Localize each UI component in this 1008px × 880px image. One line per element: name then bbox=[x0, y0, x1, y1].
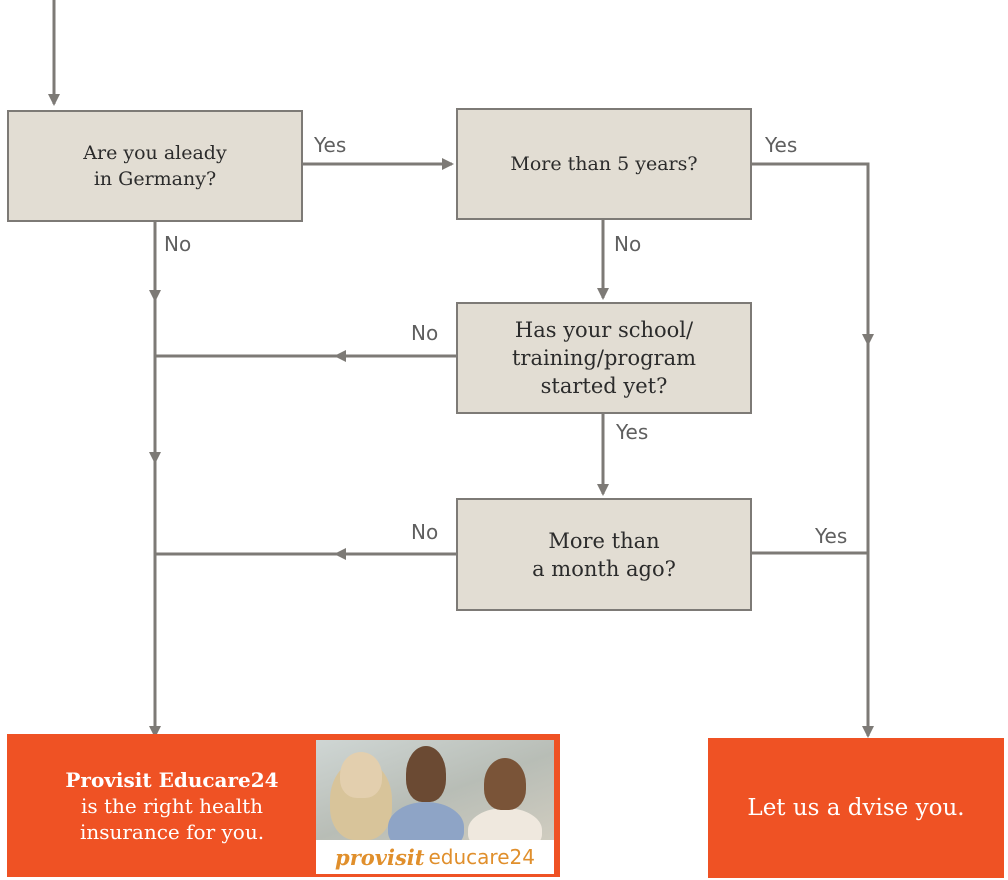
label-q3-yes: Yes bbox=[616, 420, 649, 444]
question-box-school-started: Has your school/ training/program starte… bbox=[456, 302, 752, 414]
q2-yes-line bbox=[750, 162, 870, 552]
result-title: Provisit Educare24 bbox=[65, 768, 279, 792]
result-line-2: is the right health bbox=[80, 794, 264, 818]
label-q1-yes: Yes bbox=[314, 133, 347, 157]
question-box-more-than-5-years: More than 5 years? bbox=[456, 108, 752, 220]
logo-provisit: provisit bbox=[335, 844, 425, 870]
person-center-head bbox=[406, 746, 446, 802]
label-q2-yes: Yes bbox=[765, 133, 798, 157]
label-q3-no: No bbox=[411, 321, 439, 345]
result-advise-text: Let us a dvise you. bbox=[747, 795, 965, 821]
question-text-more-than-a-month: More than a month ago? bbox=[532, 528, 676, 581]
person-right-head bbox=[484, 758, 526, 810]
logo-educare24: educare24 bbox=[428, 845, 535, 869]
question-box-more-than-a-month: More than a month ago? bbox=[456, 498, 752, 611]
result-box-advise: Let us a dvise you. bbox=[708, 738, 1004, 878]
educare24-logo: provisit educare24 bbox=[316, 840, 554, 874]
question-text-already-in-germany: Are you aleady in Germany? bbox=[83, 142, 227, 190]
label-q2-no: No bbox=[614, 232, 642, 256]
result-line-3: insurance for you. bbox=[79, 820, 265, 844]
students-photo: provisit educare24 bbox=[316, 740, 554, 874]
question-text-more-than-5-years: More than 5 years? bbox=[510, 153, 698, 175]
question-box-already-in-germany: Are you aleady in Germany? bbox=[7, 110, 303, 222]
label-q4-no: No bbox=[411, 520, 439, 544]
label-q4-yes: Yes bbox=[815, 524, 848, 548]
result-text-block: Provisit Educare24 is the right health i… bbox=[57, 767, 287, 845]
question-text-school-started: Has your school/ training/program starte… bbox=[511, 318, 697, 398]
person-left-head bbox=[340, 752, 382, 798]
label-q1-no: No bbox=[164, 232, 192, 256]
